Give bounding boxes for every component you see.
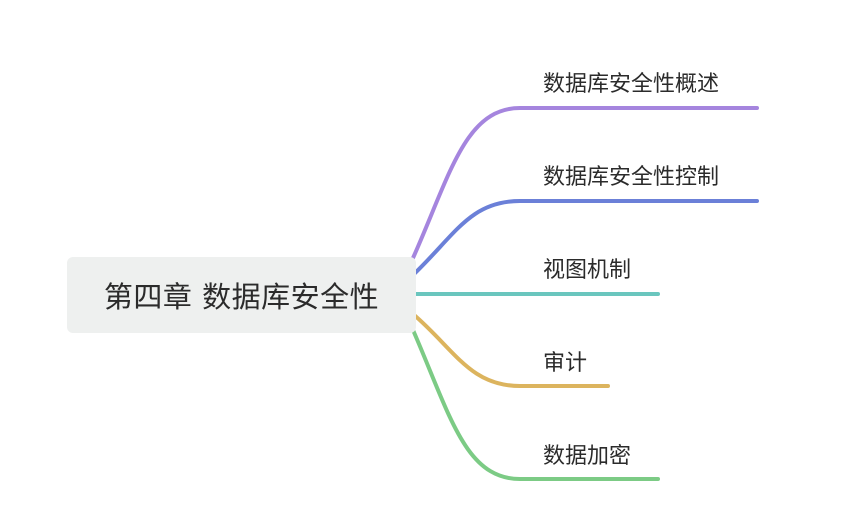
branch-topic-audit[interactable]: 审计	[543, 351, 588, 376]
branch-connector-overview	[411, 106, 759, 260]
branch-topic-encryption[interactable]: 数据加密	[543, 444, 632, 469]
branch-topic-control[interactable]: 数据库安全性控制	[543, 165, 720, 190]
branch-topic-views[interactable]: 视图机制	[543, 258, 632, 283]
branch-connector-control	[411, 199, 759, 277]
branch-topic-overview[interactable]: 数据库安全性概述	[543, 72, 720, 97]
branch-connector-audit	[411, 312, 610, 388]
root-topic-label: 第四章 数据库安全性	[103, 280, 380, 314]
root-topic-node[interactable]: 第四章 数据库安全性	[67, 257, 416, 333]
branch-connector-encryption	[411, 328, 660, 481]
